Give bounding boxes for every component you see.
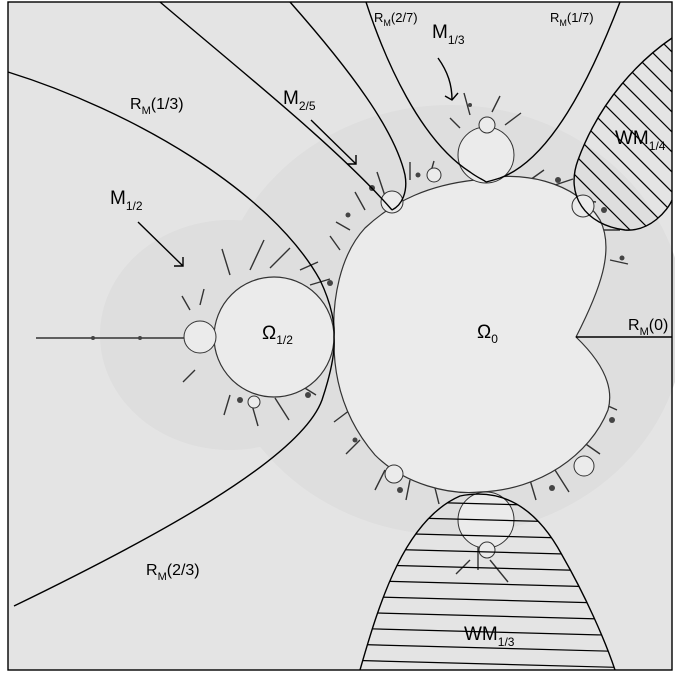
bulb-right-low — [573, 455, 595, 477]
bulb-lower-mid — [247, 395, 261, 409]
label-omega-half: Ω1/2 — [262, 323, 293, 347]
plot-frame — [7, 1, 673, 671]
arrow-m-1-3 — [437, 57, 459, 101]
bulb-1-3-top-small — [478, 116, 496, 134]
ray-1-7 — [485, 1, 621, 183]
label-ray-1-3: RM(1/3) — [130, 96, 184, 117]
label-m-2-5: M2/5 — [283, 88, 316, 113]
label-wm-1-4: WM1/4 — [615, 128, 666, 153]
ray-1-3 — [7, 71, 335, 338]
label-ray-1-7: RM(1/7) — [550, 10, 594, 28]
ray-2-5-left — [159, 1, 393, 211]
label-m-half: M1/2 — [110, 188, 143, 213]
label-ray-2-3: RM(2/3) — [146, 562, 200, 583]
label-m-1-3: M1/3 — [432, 22, 465, 47]
bulb-1-3-top — [457, 126, 515, 184]
bulb-top-left — [426, 167, 442, 183]
wake-1-3-boundary — [359, 493, 616, 671]
label-wm-1-3: WM1/3 — [464, 624, 515, 649]
arrow-m-half — [137, 221, 184, 267]
arrow-m-2-5 — [310, 119, 357, 165]
label-ray-2-7: RM(2/7) — [374, 10, 418, 28]
ray-2-5-right — [289, 1, 407, 211]
label-omega0: Ω0 — [477, 322, 498, 346]
bulb-left-low — [384, 464, 404, 484]
main-cardioid — [333, 175, 611, 494]
wake-1-4-boundary — [573, 37, 673, 231]
label-ray-0: RM(0) — [628, 317, 668, 338]
ray-2-7 — [365, 1, 487, 183]
bulb-2-5 — [380, 190, 404, 214]
ray-2-3 — [13, 336, 335, 607]
bulb-left — [183, 320, 217, 354]
bulb-1-3-bottom-small — [478, 541, 496, 559]
fractal-fringe-dots — [91, 103, 625, 493]
bulb-1-4 — [571, 194, 595, 218]
